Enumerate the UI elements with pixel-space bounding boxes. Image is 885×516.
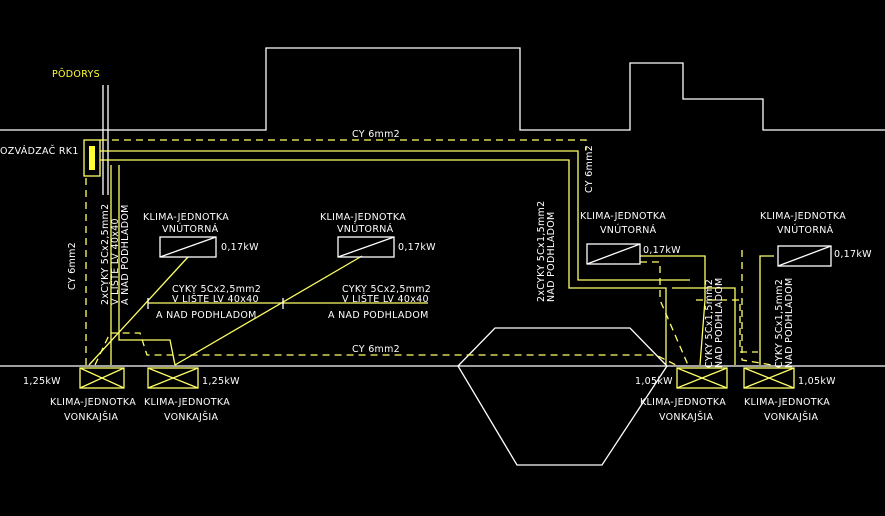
svg-text:V LIŠTE LV 40x40: V LIŠTE LV 40x40 [172,293,259,305]
svg-text:NAD PODHLADOM: NAD PODHLADOM [784,277,795,368]
svg-text:VNÚTORNÁ: VNÚTORNÁ [162,223,219,235]
svg-text:CYKY 5Cx1,5mm2: CYKY 5Cx1,5mm2 [704,279,715,368]
svg-text:2xCYKY 5Cx2,5mm2: 2xCYKY 5Cx2,5mm2 [100,204,111,305]
svg-text:NAD PODHLADOM: NAD PODHLADOM [546,211,557,302]
svg-text:KLIMA-JEDNOTKA: KLIMA-JEDNOTKA [50,397,136,408]
svg-text:KLIMA-JEDNOTKA: KLIMA-JEDNOTKA [143,212,229,223]
distribution-board-label: OZVÁDZAČ RK1 [0,145,79,157]
left-cable-2-label: CYKY 5Cx2,5mm2 V LIŠTE LV 40x40 A NAD PO… [328,284,431,321]
svg-text:V LIŠTE LV 40x40: V LIŠTE LV 40x40 [342,293,429,305]
distribution-board-rk1: OZVÁDZAČ RK1 [0,139,101,177]
svg-text:VONKAJŠIA: VONKAJŠIA [64,411,119,423]
svg-text:VONKAJŠIA: VONKAJŠIA [164,411,219,423]
svg-text:2xCYKY 5Cx1,5mm2: 2xCYKY 5Cx1,5mm2 [536,201,547,302]
svg-text:VONKAJŠIA: VONKAJŠIA [659,411,714,423]
indoor-unit: KLIMA-JEDNOTKA VNÚTORNÁ 0,17kW [760,211,872,267]
svg-text:VONKAJŠIA: VONKAJŠIA [764,411,819,423]
svg-text:CYKY 5Cx1,5mm2: CYKY 5Cx1,5mm2 [774,279,785,368]
svg-text:1,25kW: 1,25kW [23,376,61,387]
plan-title: PÔDORYS [52,68,100,80]
outdoor-unit: 1,05kW KLIMA-JEDNOTKA VONKAJŠIA [635,367,728,423]
svg-text:KLIMA-JEDNOTKA: KLIMA-JEDNOTKA [144,397,230,408]
svg-text:1,05kW: 1,05kW [635,376,673,387]
cy-left-label: CY 6mm2 [67,242,78,290]
cy-bottom-label: CY 6mm2 [352,344,400,355]
right-unit-cable-1-label: CYKY 5Cx1,5mm2 NAD PODHLADOM [704,277,725,368]
cy-top-label: CY 6mm2 [352,129,400,140]
svg-text:A NAD PODHLADOM: A NAD PODHLADOM [156,310,257,321]
svg-text:KLIMA-JEDNOTKA: KLIMA-JEDNOTKA [320,212,406,223]
svg-text:V LIŠTE LV 40x40: V LIŠTE LV 40x40 [109,218,121,305]
svg-text:0,17kW: 0,17kW [834,249,872,260]
svg-text:0,17kW: 0,17kW [398,242,436,253]
right-riser-label: 2xCYKY 5Cx1,5mm2 NAD PODHLADOM [536,201,557,302]
indoor-unit: KLIMA-JEDNOTKA VNÚTORNÁ 0,17kW [143,212,259,258]
svg-text:VNÚTORNÁ: VNÚTORNÁ [337,223,394,235]
cable-routes-solid [88,150,774,366]
outdoor-unit: 1,25kW KLIMA-JEDNOTKA VONKAJŠIA [23,367,136,423]
svg-text:KLIMA-JEDNOTKA: KLIMA-JEDNOTKA [744,397,830,408]
outdoor-unit: 1,05kW KLIMA-JEDNOTKA VONKAJŠIA [743,367,836,423]
svg-text:0,17kW: 0,17kW [643,245,681,256]
svg-text:NAD PODHLADOM: NAD PODHLADOM [714,277,725,368]
svg-text:KLIMA-JEDNOTKA: KLIMA-JEDNOTKA [640,397,726,408]
cable-routes-dashed [85,139,773,366]
svg-text:KLIMA-JEDNOTKA: KLIMA-JEDNOTKA [760,211,846,222]
indoor-unit: KLIMA-JEDNOTKA VNÚTORNÁ 0,17kW [580,211,681,265]
svg-text:KLIMA-JEDNOTKA: KLIMA-JEDNOTKA [580,211,666,222]
svg-text:CYKY 5Cx2,5mm2: CYKY 5Cx2,5mm2 [342,284,431,295]
svg-text:1,05kW: 1,05kW [798,376,836,387]
svg-text:1,25kW: 1,25kW [202,376,240,387]
svg-text:0,17kW: 0,17kW [221,242,259,253]
left-riser-label: 2xCYKY 5Cx2,5mm2 V LIŠTE LV 40x40 A NAD … [100,204,131,305]
svg-text:A NAD PODHLADOM: A NAD PODHLADOM [328,310,429,321]
right-unit-cable-2-label: CYKY 5Cx1,5mm2 NAD PODHLADOM [774,277,795,368]
cy-right-label: CY 6mm2 [584,145,595,193]
svg-text:VNÚTORNÁ: VNÚTORNÁ [600,224,657,236]
building-outline [0,47,885,466]
svg-text:VNÚTORNÁ: VNÚTORNÁ [777,224,834,236]
indoor-unit: KLIMA-JEDNOTKA VNÚTORNÁ 0,17kW [320,212,436,258]
left-cable-1-label: CYKY 5Cx2,5mm2 V LIŠTE LV 40x40 A NAD PO… [156,284,261,321]
outdoor-unit: 1,25kW KLIMA-JEDNOTKA VONKAJŠIA [144,367,240,423]
svg-text:CYKY 5Cx2,5mm2: CYKY 5Cx2,5mm2 [172,284,261,295]
svg-text:A NAD PODHLADOM: A NAD PODHLADOM [120,204,131,305]
